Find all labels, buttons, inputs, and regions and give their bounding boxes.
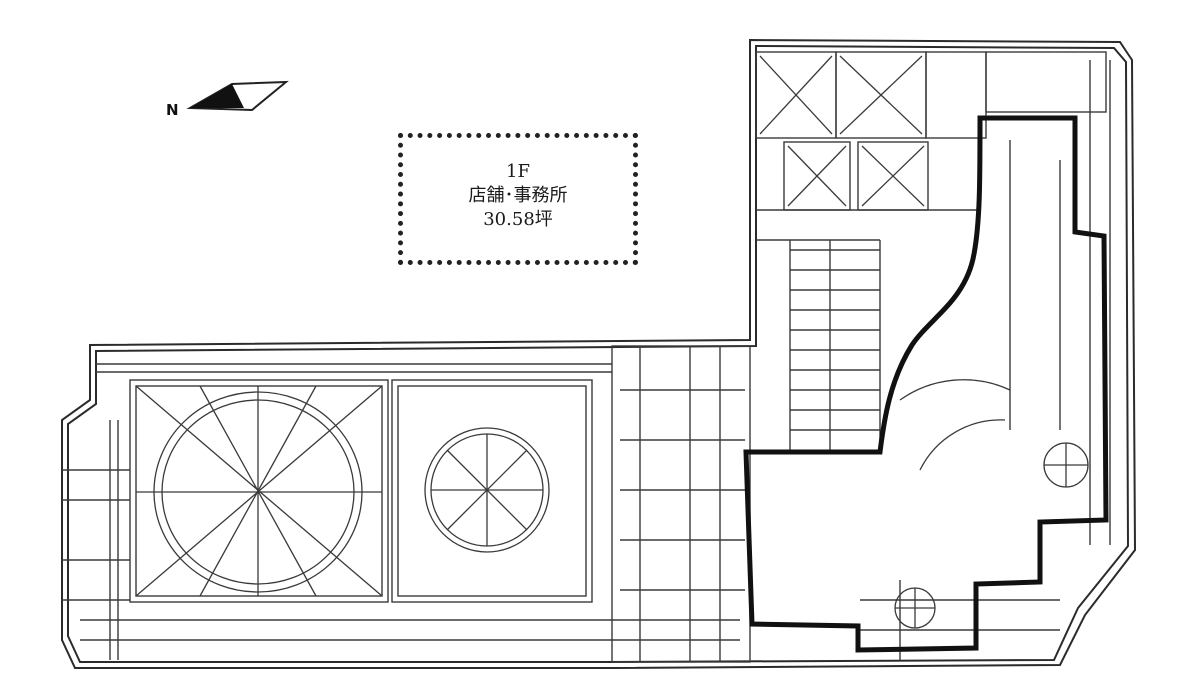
north-label: N [166, 101, 179, 119]
north-arrow-icon [186, 80, 289, 112]
floor-area: 30.58坪 [483, 209, 553, 230]
tower-cross-marks [759, 55, 925, 207]
floor-info-box: 1F 店舗･事務所 30.58坪 [398, 133, 638, 265]
floor-number: 1F [506, 161, 530, 182]
floor-usage: 店舗･事務所 [468, 185, 568, 206]
tenant-boundary [743, 115, 1109, 653]
floor-pattern [135, 379, 1089, 629]
interior-partitions [62, 51, 1111, 663]
building-outline [61, 38, 1137, 669]
